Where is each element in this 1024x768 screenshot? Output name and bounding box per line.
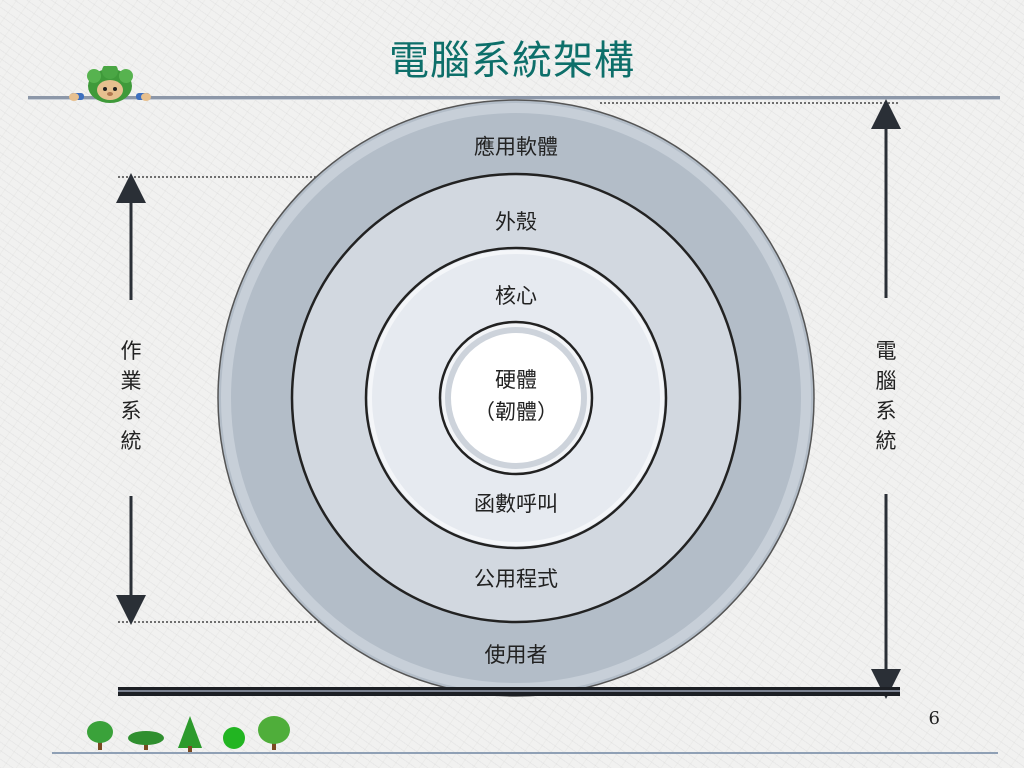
label-app: 應用軟體 — [474, 135, 558, 159]
cs-char-3: 系 — [875, 399, 897, 423]
footer-divider — [52, 752, 998, 754]
label-hardware: 硬體 — [495, 368, 537, 392]
diagram-base-bar-highlight — [118, 690, 900, 692]
peeking-character-icon — [69, 66, 151, 103]
label-syscall: 函數呼叫 — [474, 492, 558, 516]
trees-decoration-icon — [87, 716, 290, 752]
label-firmware: （韌體） — [474, 400, 558, 424]
computer-system-label: 電 腦 系 統 — [871, 336, 901, 456]
label-utility: 公用程式 — [474, 567, 558, 591]
cs-char-1: 電 — [875, 339, 897, 363]
label-user: 使用者 — [485, 643, 548, 667]
operating-system-label: 作 業 系 統 — [116, 336, 146, 456]
cs-char-2: 腦 — [875, 369, 897, 393]
os-char-3: 系 — [120, 399, 142, 423]
os-char-2: 業 — [120, 369, 142, 393]
os-char-1: 作 — [120, 339, 142, 363]
label-kernel: 核心 — [495, 284, 537, 308]
slide-title: 電腦系統架構 — [389, 38, 635, 84]
core-hardware-inner — [445, 327, 587, 469]
label-shell: 外殼 — [495, 210, 537, 234]
page-number: 6 — [928, 708, 940, 729]
ring-kernel-inner — [368, 250, 664, 546]
os-char-4: 統 — [120, 429, 142, 453]
cs-char-4: 統 — [875, 429, 897, 453]
